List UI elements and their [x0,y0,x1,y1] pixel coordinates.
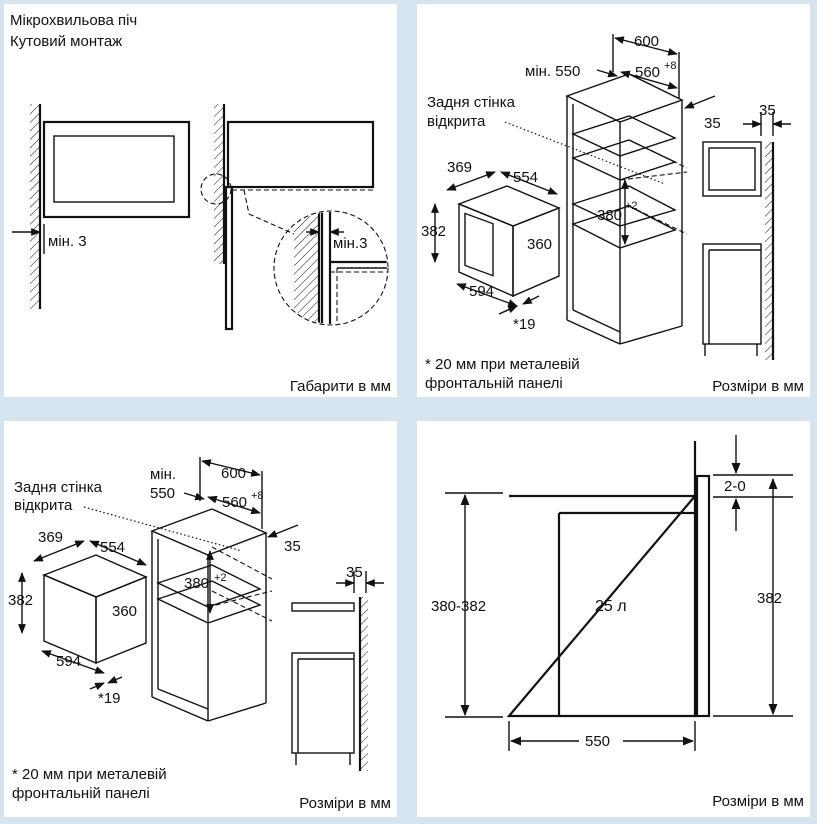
dim-380: 380 [597,207,622,224]
detail-circle [273,210,389,326]
footer: Розміри в мм [712,793,804,810]
back-wall-leader [504,121,666,185]
label-min3-left: мін. 3 [48,233,87,250]
note-line-2: фронтальній панелі [425,375,563,392]
dim-369: 369 [447,159,472,176]
dim-min550: мін. 550 [525,63,580,80]
side-wall-hatch [214,104,224,264]
dim-560-sup: +8 [664,60,677,72]
dim-380-sup: +2 [214,572,227,584]
dim-554-line [500,171,558,195]
note-line-1: * 20 мм при металевій [12,766,167,783]
section-view-drawing: 380-382 25 л 2-0 382 550 Розміри в мм [431,435,804,810]
dim-380: 380 [184,575,209,592]
dim-35-cab-arrow [684,95,716,109]
dim-19-arrow-a [89,682,105,691]
dim-600: 600 [634,33,659,50]
dim-560: 560 [222,494,247,511]
back-wall-line-2: відкрита [427,113,486,130]
left-wall-hatch [30,104,40,309]
dim-554-line [89,540,147,566]
microwave-front [42,120,191,219]
dim-369-line [446,171,496,191]
note-line-1: * 20 мм при металевій [425,356,580,373]
dim-19: *19 [98,690,121,707]
dim-550-bg [579,731,623,751]
side-view [702,141,775,360]
dim-594-line [41,650,105,674]
dim-382: 382 [8,592,33,609]
dim-560-line [620,70,678,90]
dim-360: 360 [112,603,137,620]
dim-594-line [456,283,518,307]
dim-35-side: 35 [346,564,363,581]
dim-min-line-1: мін. [150,466,176,483]
dim-35-cab: 35 [704,115,721,132]
dim-600-line [201,459,261,477]
dim-560-sup: +8 [251,490,264,502]
dim-600-line [614,36,678,56]
label-min3-detail: мін.3 [333,235,367,252]
footer: Розміри в мм [712,378,804,395]
microwave-window [53,135,175,203]
dim-560-line [207,495,261,515]
dim-19-arrow-a [498,305,518,315]
dim-360: 360 [527,236,552,253]
dim-35-cab-arrow [267,524,299,538]
upper-cabinet-drawing: 600 мін. 550 560 +8 35 Задня стінка відк… [8,457,391,812]
dim-369-line [33,540,85,562]
corner-mount-drawing: Мікрохвильова піч Кутовий монтаж мін. 3 … [10,12,391,395]
cabinet-dash-2 [248,213,295,235]
title-line-2: Кутовий монтаж [10,33,122,50]
tall-cabinet [565,73,688,345]
dim-19-arrow-b [522,295,540,305]
volume-label: 25 л [595,598,627,615]
cabinet-dash-1 [243,189,250,215]
dim-35-side: 35 [759,102,776,119]
panel-section-view: 380-382 25 л 2-0 382 550 Розміри в мм [417,421,810,817]
back-wall-leader [83,506,243,552]
upper-cabinet [150,508,273,722]
dim-2-0: 2-0 [724,478,746,495]
dim-19-arrow-b [107,675,123,684]
panel-upper-cabinet: 600 мін. 550 560 +8 35 Задня стінка відк… [4,421,397,817]
dim-369: 369 [38,529,63,546]
title-line-1: Мікрохвильова піч [10,12,137,29]
footer: Розміри в мм [299,795,391,812]
detail-content [294,212,387,324]
dim-min-arrow [183,492,205,501]
dim-560: 560 [635,64,660,81]
panel-corner-mount: Мікрохвильова піч Кутовий монтаж мін. 3 … [4,4,397,397]
oven-section [506,441,711,718]
note-line-2: фронтальній панелі [12,785,150,802]
panel-tall-cabinet: 600 мін. 550 560 +8 35 Задня стінка відк… [417,4,810,397]
dim-min550-arrow [596,69,618,78]
dim-19: *19 [513,316,536,333]
back-wall-line-2: відкрита [14,497,73,514]
dim-380-sup: +2 [625,200,638,212]
back-wall-line-1: Задня стінка [14,479,103,496]
door-panel [224,185,234,331]
tall-cabinet-drawing: 600 мін. 550 560 +8 35 Задня стінка відк… [421,33,804,395]
detail-marker-circle [200,173,232,205]
dim-550: 550 [585,733,610,750]
dim-600: 600 [221,465,246,482]
side-view [291,597,368,771]
dim-594: 594 [469,283,494,300]
dim-382: 382 [421,223,446,240]
dim-380-382: 380-382 [431,598,486,615]
back-wall-line-1: Задня стінка [427,94,516,111]
dim-382: 382 [757,590,782,607]
dim-594: 594 [56,653,81,670]
microwave-side [226,120,375,189]
footer: Габарити в мм [290,378,391,395]
dim-35-cab: 35 [284,538,301,555]
dim-min-line-2: 550 [150,485,175,502]
